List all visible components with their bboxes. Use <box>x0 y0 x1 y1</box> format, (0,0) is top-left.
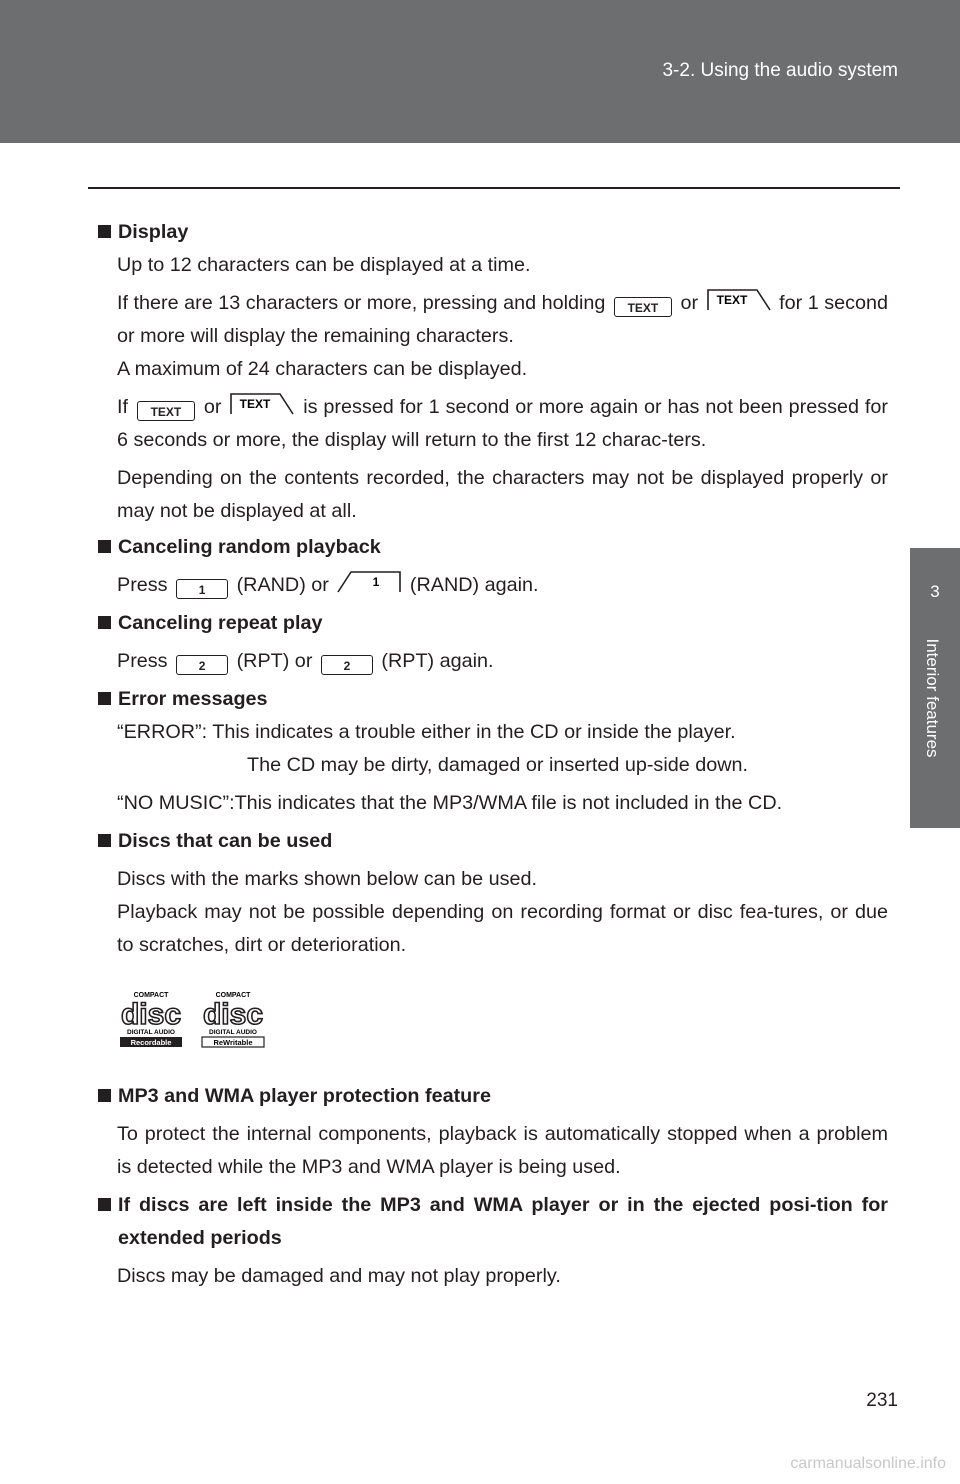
page-header: 3-2. Using the audio system <box>0 0 960 143</box>
chapter-side-tab: 3 Interior features <box>910 548 960 828</box>
svg-text:ReWritable: ReWritable <box>213 1038 252 1047</box>
text-button-key: TEXT <box>613 297 672 317</box>
svg-text:DIGITAL AUDIO: DIGITAL AUDIO <box>127 1029 175 1036</box>
button-2-softkey: 2 <box>320 655 373 675</box>
text-button-key: TEXT <box>136 401 195 421</box>
chapter-number: 3 <box>930 582 940 601</box>
svg-text:Recordable: Recordable <box>131 1038 172 1047</box>
display-heading: Display <box>98 216 888 249</box>
button-1-key: 1 <box>176 579 229 599</box>
cd-recordable-logo: COMPACT disc DIGITAL AUDIO Recordable <box>120 992 182 1047</box>
square-bullet-icon <box>98 1089 111 1102</box>
svg-text:COMPACT: COMPACT <box>134 992 170 999</box>
discs-p2: Playback may not be possible depending o… <box>117 901 888 956</box>
svg-text:disc: disc <box>121 998 181 1031</box>
button-1-softkey-icon: 1 <box>337 571 402 593</box>
text-softkey-icon: TEXT <box>230 393 294 415</box>
square-bullet-icon <box>98 225 111 238</box>
svg-text:TEXT: TEXT <box>716 293 747 307</box>
disc-logos: COMPACT disc DIGITAL AUDIO Recordable CO… <box>98 990 888 1054</box>
svg-text:1: 1 <box>373 575 380 589</box>
discs-heading: Discs that can be used <box>98 825 888 858</box>
text-softkey-icon: TEXT <box>706 289 771 311</box>
random-heading: Canceling random playback <box>98 531 888 564</box>
chapter-label: Interior features <box>923 638 942 758</box>
random-p1: Press 1 (RAND) or 1 (RAND) again. <box>98 569 888 602</box>
square-bullet-icon <box>98 540 111 553</box>
square-bullet-icon <box>98 834 111 847</box>
repeat-heading: Canceling repeat play <box>98 607 888 640</box>
section-title: 3-2. Using the audio system <box>662 60 898 81</box>
display-p4: Depending on the contents recorded, the … <box>117 467 888 522</box>
square-bullet-icon <box>98 616 111 629</box>
button-2-key: 2 <box>176 655 229 675</box>
protection-heading: MP3 and WMA player protection feature <box>98 1080 888 1113</box>
discs-p1: Discs with the marks shown below can be … <box>117 868 537 890</box>
left-discs-p1: Discs may be damaged and may not play pr… <box>117 1265 561 1287</box>
header-rule <box>88 187 900 189</box>
error-message-1: “ERROR”: This indicates a trouble either… <box>117 721 749 776</box>
protection-p1: To protect the internal components, play… <box>117 1123 888 1178</box>
left-discs-heading: If discs are left inside the MP3 and WMA… <box>98 1189 888 1255</box>
svg-text:DIGITAL AUDIO: DIGITAL AUDIO <box>209 1029 257 1036</box>
display-p1: Up to 12 characters can be displayed at … <box>117 254 531 276</box>
errors-heading: Error messages <box>98 683 888 716</box>
square-bullet-icon <box>98 692 111 705</box>
svg-text:COMPACT: COMPACT <box>215 992 251 999</box>
square-bullet-icon <box>98 1198 111 1211</box>
display-p3: If TEXT or TEXT is pressed for 1 second … <box>98 391 888 457</box>
svg-text:disc: disc <box>202 998 262 1031</box>
display-p2: If there are 13 characters or more, pres… <box>98 287 888 353</box>
page-number: 231 <box>866 1390 898 1411</box>
watermark: carmanualsonline.info <box>790 1455 946 1472</box>
display-p2c: A maximum of 24 characters can be displa… <box>117 358 528 380</box>
cd-rewritable-logo: COMPACT disc DIGITAL AUDIO ReWritable <box>200 992 265 1048</box>
repeat-p1: Press 2 (RPT) or 2 (RPT) again. <box>117 650 494 675</box>
error-message-2: “NO MUSIC”:This indicates that the MP3/W… <box>117 792 783 814</box>
svg-text:TEXT: TEXT <box>240 397 271 411</box>
main-content: Display Up to 12 characters can be displ… <box>98 213 888 1293</box>
